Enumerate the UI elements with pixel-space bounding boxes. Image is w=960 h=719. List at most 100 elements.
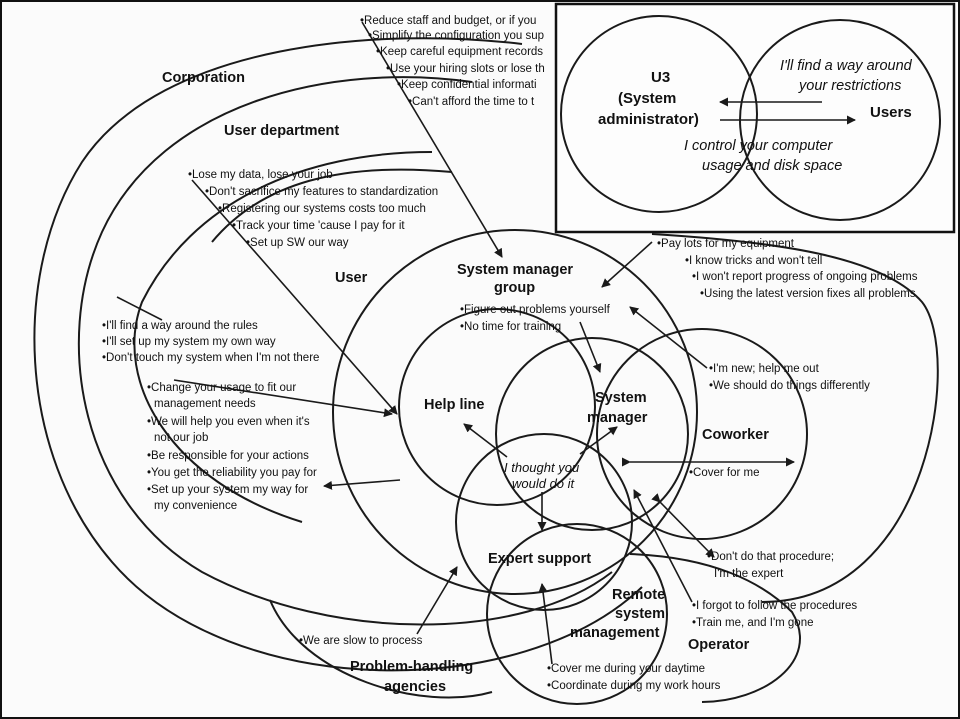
- inset-border: [554, 2, 956, 234]
- help-line-label: Help line: [424, 397, 484, 413]
- rings: [33, 37, 939, 705]
- newcomer-item: We should do things differently: [713, 380, 870, 392]
- department-to-helpline-arrow: [191, 179, 398, 415]
- svg-text:•I'm new; help me out: •I'm new; help me out: [709, 363, 820, 375]
- department-item: Set up SW our way: [250, 237, 349, 249]
- inset-admin-label-line1: U3: [651, 69, 670, 86]
- helpline-to-user-arrow: [323, 479, 401, 490]
- svg-text:•Reduce staff and budget, or i: •Reduce staff and budget, or if you: [360, 15, 536, 27]
- system-manager-group-ring: [332, 229, 698, 595]
- svg-text:•Don't do that procedure;: •Don't do that procedure;: [707, 551, 834, 563]
- svg-text:•Cover me during your daytime: •Cover me during your daytime: [547, 663, 705, 675]
- system-manager-group-label-line1: System manager: [457, 262, 573, 278]
- corporation-item: Simplify the configuration you sup: [372, 30, 544, 42]
- expert-items: •Don't do that procedure; I'm the expert: [707, 551, 834, 580]
- system-manager-circle: [495, 337, 689, 531]
- department-items: •Lose my data, lose your job •Don't sacr…: [188, 169, 438, 249]
- management-item-cont: management needs: [154, 398, 256, 410]
- coworker-item: Cover for me: [693, 467, 759, 479]
- remote-label-line3: management: [570, 625, 660, 641]
- newcomer-to-group-arrow: [629, 306, 708, 369]
- inset-users-quote-line2: your restrictions: [798, 78, 901, 94]
- corporation-items: •Reduce staff and budget, or if you • Sim…: [360, 15, 545, 108]
- svg-text:•Be responsible for your actio: •Be responsible for your actions: [147, 450, 309, 462]
- corporation-item: Can't afford the time to t: [412, 96, 535, 108]
- remote-label-line2: system: [615, 606, 665, 622]
- svg-text:•Train me, and I'm gone: •Train me, and I'm gone: [692, 617, 814, 629]
- svg-text:•I know tricks and won't tell: •I know tricks and won't tell: [685, 255, 822, 267]
- system-manager-label-line1: System: [595, 390, 647, 406]
- svg-text:•Can't afford the time to t: •Can't afford the time to t: [408, 96, 535, 108]
- operator-to-sysmanager-arrow: [633, 489, 693, 603]
- user-pointer-line: [116, 296, 163, 321]
- equipment-item: Using the latest version fixes all probl…: [704, 288, 916, 300]
- expert-item: Don't do that procedure;: [711, 551, 834, 563]
- management-item: You get the reliability you pay for: [151, 467, 317, 479]
- center-to-helpline-arrow: [463, 423, 508, 458]
- svg-text:•We are slow to process: •We are slow to process: [299, 635, 423, 647]
- management-item-cont: not our job: [154, 432, 208, 444]
- equipment-items: •Pay lots for my equipment •I know trick…: [657, 238, 918, 300]
- inset-admin-quote-line2: usage and disk space: [702, 158, 842, 174]
- newcomer-items: •I'm new; help me out •We should do thin…: [709, 363, 870, 392]
- bullet-dot: •: [360, 15, 364, 27]
- svg-text:•We will help you even when it: •We will help you even when it's: [147, 416, 310, 428]
- user-department-label: User department: [224, 123, 339, 139]
- operator-label: Operator: [688, 637, 750, 653]
- region-labels: Corporation User department User System …: [162, 70, 769, 695]
- user-items: •I'll find a way around the rules •I'll …: [102, 320, 319, 364]
- svg-text:•You get the reliability you p: •You get the reliability you pay for: [147, 467, 317, 479]
- corporation-item: Reduce staff and budget, or if you: [364, 15, 536, 27]
- agencies-label-line1: Problem-handling: [350, 659, 473, 675]
- remote-item: Cover me during your daytime: [551, 663, 705, 675]
- svg-text:•No time for training: •No time for training: [460, 321, 561, 333]
- svg-text:•I forgot to follow the proced: •I forgot to follow the procedures: [692, 600, 857, 612]
- help-line-circle: [398, 308, 596, 506]
- svg-text:•We should do things different: •We should do things differently: [709, 380, 870, 392]
- user-ring: [133, 151, 433, 523]
- agencies-ring: [269, 599, 493, 699]
- remote-item: Coordinate during my work hours: [551, 680, 721, 692]
- svg-text:•Use your hiring slots or lose: •Use your hiring slots or lose th: [386, 63, 545, 75]
- corporation-label: Corporation: [162, 70, 245, 86]
- inset-users-label: Users: [870, 104, 912, 121]
- management-item: Set up your system my way for: [151, 484, 308, 496]
- center-quote-line1: I thought you: [504, 460, 579, 475]
- corporation-item: Keep careful equipment records: [380, 46, 543, 58]
- equipment-item: Pay lots for my equipment: [661, 238, 795, 250]
- user-ring-arc: [211, 168, 453, 243]
- inset-admin-label-line3: administrator): [598, 111, 699, 128]
- svg-text:•I'll find a way around the ru: •I'll find a way around the rules: [102, 320, 258, 332]
- user-item: Don't touch my system when I'm not there: [106, 352, 319, 364]
- svg-text:•Don't touch my system when I': •Don't touch my system when I'm not ther…: [102, 352, 319, 364]
- arrows: [116, 21, 795, 665]
- inset-admin-circle: [560, 15, 758, 213]
- svg-text:•Track your time 'cause I pay: •Track your time 'cause I pay for it: [232, 220, 405, 232]
- expert-support-circle: [455, 433, 633, 611]
- svg-text:•Set up your system my way for: •Set up your system my way for: [147, 484, 308, 496]
- management-item: We will help you even when it's: [151, 416, 310, 428]
- department-item: Registering our systems costs too much: [222, 203, 426, 215]
- remote-label-line1: Remote: [612, 587, 665, 603]
- agencies-to-expert-arrow: [416, 566, 458, 635]
- operator-items: •I forgot to follow the procedures •Trai…: [692, 600, 857, 629]
- user-department-ring: [77, 76, 613, 626]
- inset-admin-quote-line1: I control your computer: [684, 138, 833, 154]
- svg-text:•I'll set up my system my own: •I'll set up my system my own way: [102, 336, 276, 348]
- newcomer-item: I'm new; help me out: [713, 363, 820, 375]
- expert-support-label: Expert support: [488, 551, 591, 567]
- agency-item: We are slow to process: [303, 635, 423, 647]
- remote-management-circle: [486, 523, 668, 705]
- equipment-item: I know tricks and won't tell: [689, 255, 822, 267]
- center-to-sysmanager-arrow: [579, 426, 618, 455]
- svg-text:•Coordinate during my work hou: •Coordinate during my work hours: [547, 680, 721, 692]
- svg-text:•Cover for me: •Cover for me: [689, 467, 760, 479]
- operator-item: Train me, and I'm gone: [696, 617, 813, 629]
- center-quote: I thought you would do it: [504, 460, 579, 491]
- remote-to-expert-arrow: [538, 583, 553, 665]
- management-item: Change your usage to fit our: [151, 382, 296, 394]
- equipment-ring: [651, 233, 939, 603]
- inset-users-quote-line1: I'll find a way around: [780, 58, 913, 74]
- svg-text:•Using the latest version fixe: •Using the latest version fixes all prob…: [700, 288, 916, 300]
